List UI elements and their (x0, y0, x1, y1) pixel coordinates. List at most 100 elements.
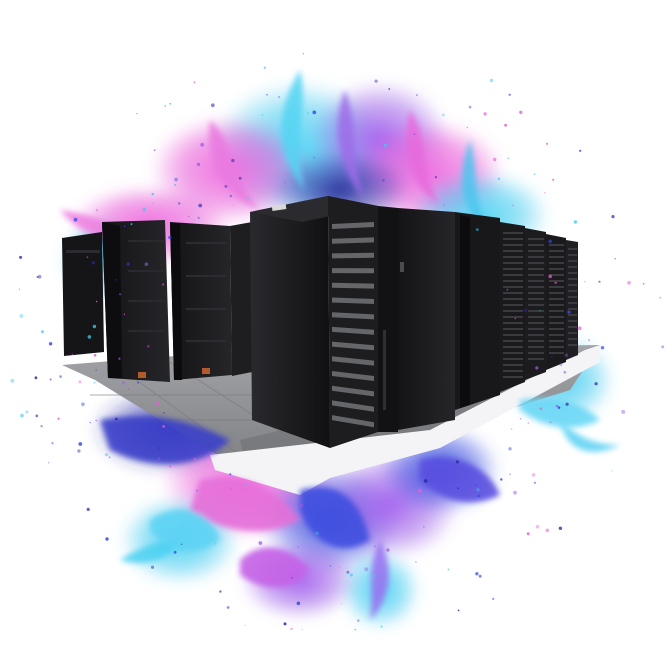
powder-speck (156, 401, 160, 406)
powder-speck (35, 414, 39, 418)
powder-speck (558, 526, 563, 530)
vent-slot (503, 316, 523, 318)
powder-speck (73, 217, 78, 222)
powder-speck (508, 447, 512, 451)
vent-slot (503, 364, 523, 366)
powder-speck (283, 622, 287, 626)
powder-speck (315, 531, 319, 535)
powder-speck (153, 149, 156, 152)
powder-speck (48, 342, 53, 346)
powder-speck (226, 606, 230, 609)
powder-speck (555, 404, 559, 408)
powder-speck (354, 628, 357, 631)
powder-speck (150, 565, 155, 569)
powder-speck (382, 179, 385, 182)
powder-speck (233, 204, 235, 207)
powder-speck (244, 624, 246, 626)
vent-slot (503, 352, 523, 354)
powder-speck (557, 406, 561, 409)
powder-speck (92, 324, 97, 329)
vent-slot (503, 280, 523, 282)
powder-speck (380, 625, 383, 628)
powder-speck (443, 204, 445, 206)
vent-slot (503, 346, 523, 348)
powder-speck (385, 164, 388, 167)
powder-speck (296, 601, 301, 606)
powder-speck (441, 113, 445, 117)
powder-speck (519, 418, 522, 420)
powder-speck (627, 280, 631, 285)
powder-speck (130, 223, 133, 226)
powder-speck (478, 574, 482, 578)
powder-speck (158, 447, 161, 450)
powder-speck (47, 461, 50, 464)
powder-speck (34, 376, 38, 380)
powder-speck (114, 417, 118, 421)
powder-speck (355, 533, 359, 536)
powder-speck (25, 410, 29, 414)
powder-speck (124, 225, 126, 227)
powder-speck (162, 425, 166, 428)
vent-slot (503, 322, 523, 324)
powder-speck (434, 176, 437, 179)
vent-slot (503, 328, 523, 330)
powder-speck (539, 407, 543, 411)
powder-speck (105, 537, 109, 541)
powder-speck (198, 203, 203, 208)
powder-speck (147, 345, 150, 348)
vent-slot (503, 292, 523, 294)
server-blade (332, 297, 374, 304)
powder-speck (507, 157, 510, 160)
powder-speck (554, 281, 557, 284)
powder-speck (283, 181, 286, 184)
powder-speck (81, 402, 85, 407)
powder-speck (290, 627, 293, 631)
powder-speck (119, 293, 122, 296)
powder-speck (174, 177, 178, 182)
powder-speck (527, 422, 530, 424)
powder-speck (514, 317, 516, 320)
powder-speck (423, 526, 425, 528)
vent-slot (568, 338, 577, 340)
vent-slot (503, 268, 523, 270)
powder-speck (41, 330, 44, 333)
vent-slot (568, 278, 577, 280)
powder-speck (20, 413, 24, 418)
powder-speck (346, 570, 350, 574)
powder-speck (519, 110, 523, 115)
powder-speck (10, 378, 15, 383)
powder-speck (196, 489, 198, 492)
powder-speck (544, 192, 546, 194)
powder-speck (95, 419, 97, 422)
powder-speck (115, 279, 118, 281)
powder-speck (552, 178, 555, 181)
powder-speck (302, 53, 304, 55)
powder-speck (49, 378, 52, 381)
powder-speck (413, 133, 416, 135)
powder-speck (545, 528, 550, 533)
powder-speck (214, 543, 217, 545)
vent-slot (528, 358, 544, 360)
vent-slot (568, 284, 577, 286)
vent-slot (503, 298, 523, 300)
powder-speck (105, 453, 108, 457)
vent-slot (549, 316, 564, 318)
powder-speck (374, 545, 376, 548)
powder-speck (91, 261, 96, 265)
vent-slot (549, 298, 564, 300)
powder-speck (388, 88, 391, 90)
powder-speck (19, 314, 24, 318)
powder-speck (611, 215, 615, 219)
vent-slot (568, 266, 577, 268)
powder-speck (493, 157, 497, 162)
powder-speck (210, 103, 215, 108)
vent-slot (549, 274, 564, 276)
powder-speck (229, 473, 232, 476)
powder-speck (533, 173, 536, 175)
powder-speck (551, 355, 553, 358)
powder-speck (37, 274, 42, 279)
vent-slot (528, 304, 544, 306)
vent-slot (503, 262, 523, 264)
powder-speck (36, 276, 39, 278)
